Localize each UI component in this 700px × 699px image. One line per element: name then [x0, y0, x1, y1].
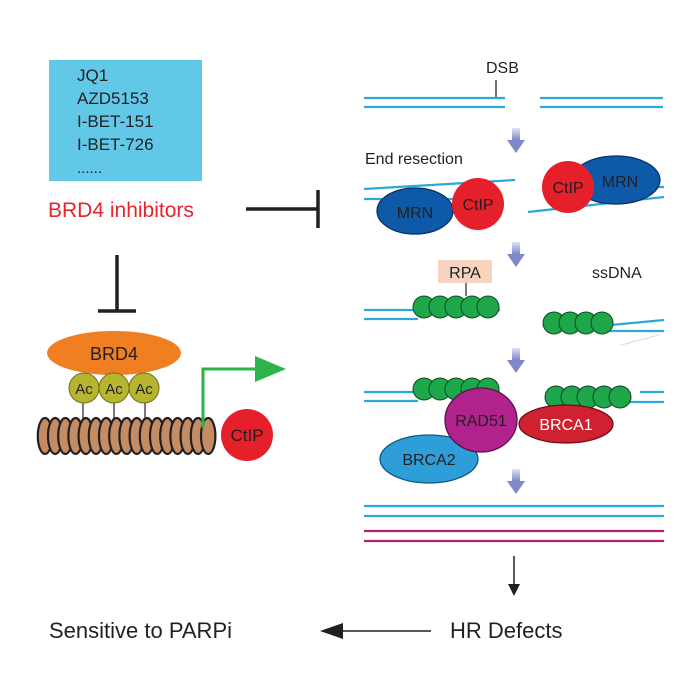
rpa-coated-ssdna-right	[542, 311, 614, 335]
rad51-protein	[444, 387, 518, 453]
flow-arrow	[507, 128, 525, 153]
inhibitor-list-box	[49, 60, 202, 181]
rpa-label: RPA	[449, 265, 481, 282]
brd4-label: BRD4	[90, 344, 138, 364]
rad51-filament-right	[544, 385, 632, 409]
inhibitor-item-ibet726: I-BET-726	[77, 135, 154, 154]
rad51-loading-stage: BRCA2 RAD51 BRCA1	[364, 377, 664, 484]
outcome-arrow-down	[508, 556, 520, 596]
brd4-protein	[47, 331, 181, 375]
brca1-label: BRCA1	[539, 417, 592, 434]
ctip-protein-left	[452, 178, 504, 230]
promoter-panel: BRD4 Ac Ac Ac CtIP	[36, 331, 286, 461]
dsb-stage: DSB	[364, 60, 663, 109]
mrn-label-right: MRN	[602, 174, 638, 191]
flow-arrow	[507, 469, 525, 494]
brd4-inhibitors-label: BRD4 inhibitors	[48, 199, 194, 222]
ctip-label-right: CtIP	[552, 180, 583, 197]
end-resection-stage: End resection MRN CtIP MRN CtIP	[363, 151, 665, 235]
acetyl-label: Ac	[75, 381, 93, 398]
ctip-gene-product	[221, 409, 273, 461]
hr-pathway-panel: DSB End resection MRN	[363, 60, 665, 543]
ssdna-label: ssDNA	[592, 265, 642, 282]
acetyl-marks: Ac Ac Ac	[68, 372, 160, 404]
brca2-protein	[379, 434, 479, 484]
repaired-dna-stage	[364, 504, 664, 543]
dsb-label: DSB	[486, 60, 519, 77]
ctip-protein-right	[542, 161, 594, 213]
flow-arrow	[507, 348, 525, 373]
inhibitor-item-ibet151: I-BET-151	[77, 112, 154, 131]
mrn-label-left: MRN	[397, 205, 433, 222]
sensitive-to-parpi-label: Sensitive to PARPi	[49, 618, 232, 643]
broken-dna	[364, 96, 663, 109]
acetyl-mark	[128, 372, 160, 404]
inhibitor-panel: JQ1 AZD5153 I-BET-151 I-BET-726 ...... B…	[48, 60, 320, 313]
ctip-gene-label: CtIP	[230, 426, 263, 445]
inhibition-bar-down	[98, 255, 136, 313]
acetyl-label: Ac	[105, 381, 123, 398]
flow-arrow	[507, 242, 525, 267]
inhibitor-item-azd5153: AZD5153	[77, 89, 149, 108]
ctip-label-left: CtIP	[462, 197, 493, 214]
acetyl-label: Ac	[135, 381, 153, 398]
brca2-label: BRCA2	[402, 452, 455, 469]
hr-defects-label: HR Defects	[450, 618, 562, 643]
rpa-ssdna-stage: RPA ssDNA	[364, 260, 665, 346]
inhibitor-item-jq1: JQ1	[77, 66, 108, 85]
chromatin-fiber	[36, 416, 217, 456]
transcription-start-arrow	[201, 356, 286, 428]
end-resection-label: End resection	[365, 151, 463, 168]
inhibitor-item-ellipsis: ......	[77, 160, 102, 177]
rad51-label: RAD51	[455, 413, 507, 430]
rpa-tag	[438, 260, 492, 283]
outcome-panel: HR Defects Sensitive to PARPi	[49, 556, 562, 643]
inhibition-bar-right	[246, 190, 320, 228]
nucleosome-turn	[199, 416, 217, 456]
rpa-coated-ssdna-left	[412, 295, 500, 319]
outcome-arrow-left	[320, 623, 431, 639]
brca1-protein	[518, 404, 614, 444]
